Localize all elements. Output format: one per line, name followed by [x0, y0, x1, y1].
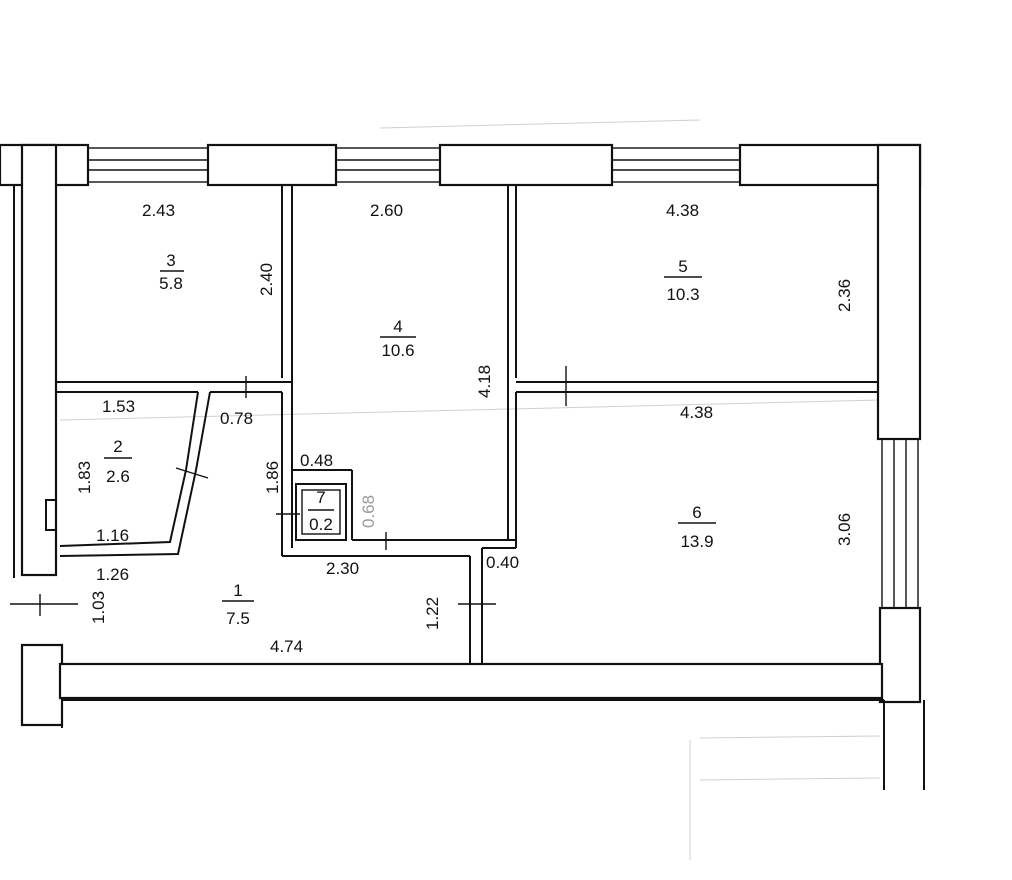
room-5-number: 5 — [678, 257, 687, 276]
room-3-label: 3 5.8 — [159, 251, 184, 293]
room-6-number: 6 — [692, 503, 701, 522]
room-7-area: 0.2 — [309, 515, 333, 534]
dim-r2-bottom: 1.16 — [96, 526, 129, 545]
room-4-number: 4 — [393, 317, 402, 336]
room-labels: 3 5.8 4 10.6 5 10.3 2 2.6 7 0.2 6 13.9 — [104, 251, 716, 628]
dim-r1-top: 1.26 — [96, 565, 129, 584]
room-2-area: 2.6 — [106, 467, 130, 486]
dim-hall-040: 0.40 — [486, 553, 519, 572]
dim-r7-top: 0.48 — [300, 451, 333, 470]
windows — [87, 147, 919, 609]
room-7-number: 7 — [316, 488, 325, 507]
room-3-area: 5.8 — [159, 274, 183, 293]
room-1-label: 1 7.5 — [222, 581, 254, 628]
room-1-area: 7.5 — [226, 609, 250, 628]
room-1-number: 1 — [233, 581, 242, 600]
dim-r1-side: 1.03 — [89, 591, 108, 624]
dim-r6-side: 3.06 — [835, 513, 854, 546]
background-marks — [59, 119, 881, 860]
dim-hall-122: 1.22 — [423, 597, 442, 630]
dim-r3-side: 2.40 — [257, 263, 276, 296]
room-2-label: 2 2.6 — [104, 437, 132, 486]
dim-r7-left: 1.86 — [263, 461, 282, 494]
dim-r2-top: 1.53 — [102, 397, 135, 416]
room-7-label: 7 0.2 — [308, 488, 334, 534]
room-4-area: 10.6 — [381, 341, 414, 360]
dim-r3-top: 2.43 — [142, 201, 175, 220]
dim-r1-bottom: 4.74 — [270, 637, 303, 656]
dim-r5-side: 2.36 — [835, 279, 854, 312]
room-5-label: 5 10.3 — [664, 257, 702, 304]
dim-door-078: 0.78 — [220, 409, 253, 428]
dim-r5-top: 4.38 — [666, 201, 699, 220]
room-3-number: 3 — [166, 251, 175, 270]
dim-r2-side: 1.83 — [75, 461, 94, 494]
dim-r4-top: 2.60 — [370, 201, 403, 220]
interior-walls — [10, 186, 878, 664]
room-2-number: 2 — [113, 437, 122, 456]
dimension-labels: 2.43 2.40 2.60 4.18 4.38 2.36 1.53 1.83 … — [75, 201, 854, 656]
outer-walls — [0, 143, 925, 790]
dim-hall-230: 2.30 — [326, 559, 359, 578]
room-5-area: 10.3 — [666, 285, 699, 304]
dim-r7-side: 0.68 — [359, 495, 378, 528]
dim-r4-side: 4.18 — [475, 365, 494, 398]
dim-r6-top: 4.38 — [680, 403, 713, 422]
room-6-area: 13.9 — [680, 532, 713, 551]
room-6-label: 6 13.9 — [678, 503, 716, 551]
room-4-label: 4 10.6 — [380, 317, 416, 360]
